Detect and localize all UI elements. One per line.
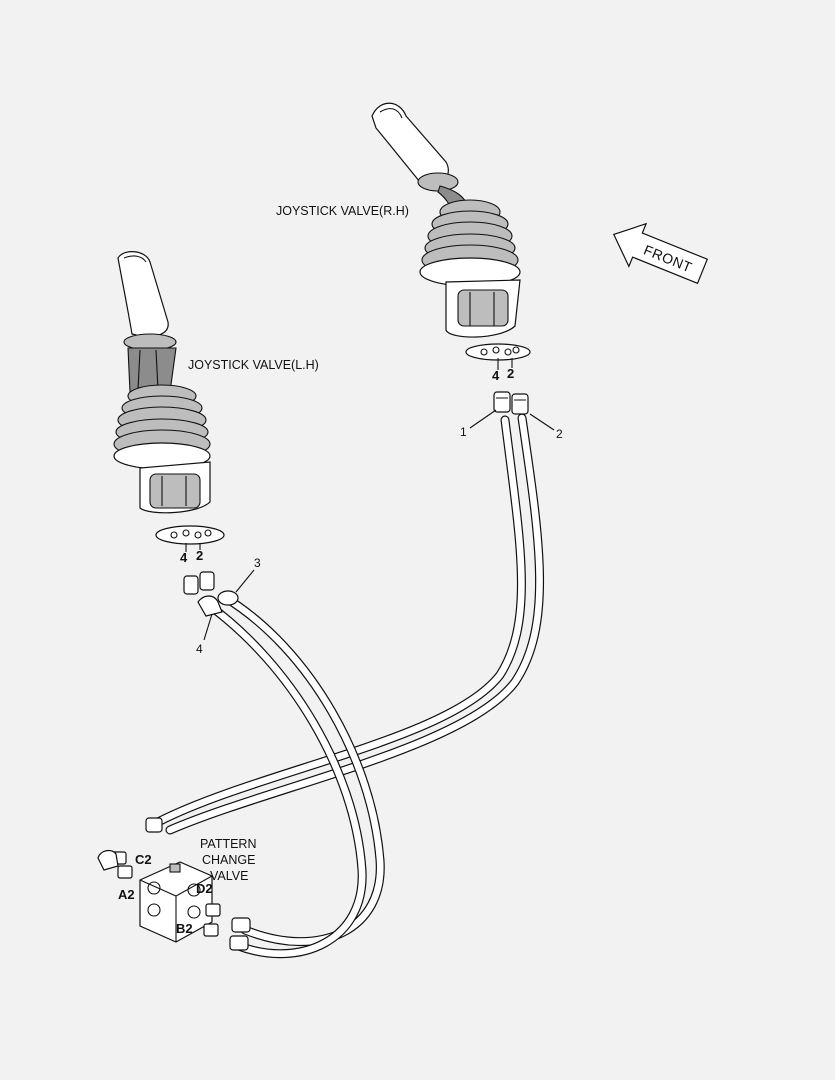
lh-port-4: 4 — [180, 550, 188, 565]
port-d2: D2 — [196, 881, 213, 896]
pattern-label-line2: CHANGE — [202, 853, 255, 867]
callout-3: 3 — [254, 556, 261, 570]
port-b2: B2 — [176, 921, 193, 936]
pattern-label-line3: VALVE — [210, 869, 248, 883]
port-c2: C2 — [135, 852, 152, 867]
front-arrow: FRONT — [612, 222, 709, 285]
pattern-change-valve — [97, 817, 251, 951]
joystick-rh-label: JOYSTICK VALVE(R.H) — [276, 204, 409, 218]
joystick-lh-label: JOYSTICK VALVE(L.H) — [188, 358, 319, 372]
callout-2: 2 — [556, 427, 563, 441]
port-a2: A2 — [118, 887, 135, 902]
joystick-valve-lh — [113, 251, 239, 617]
joystick-valve-rh — [371, 102, 531, 415]
callout-4: 4 — [196, 642, 203, 656]
lh-port-2: 2 — [196, 548, 203, 563]
rh-port-2: 2 — [507, 366, 514, 381]
pattern-label-line1: PATTERN — [200, 837, 256, 851]
callout-1: 1 — [460, 425, 467, 439]
rh-port-4: 4 — [492, 368, 500, 383]
hose-assembly — [153, 413, 545, 959]
